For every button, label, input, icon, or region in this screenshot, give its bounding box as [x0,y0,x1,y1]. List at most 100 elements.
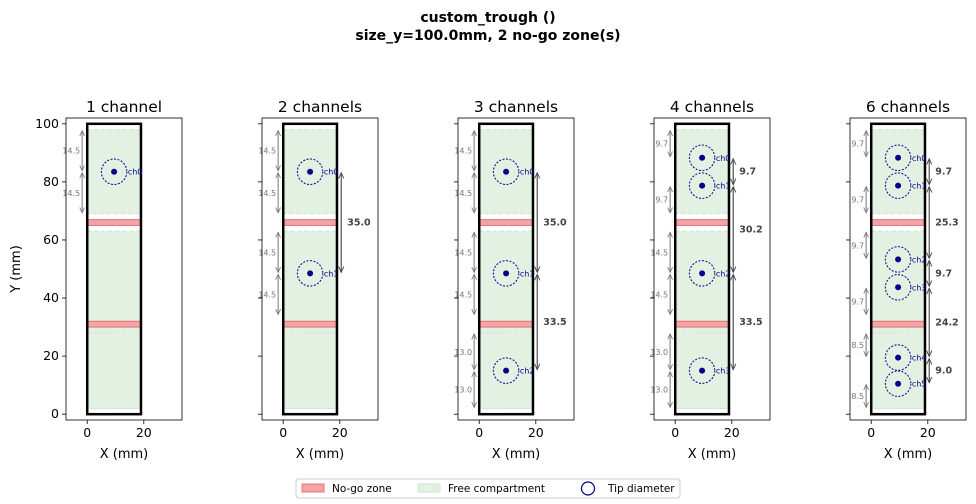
edge-dimension-label: 13.0 [454,348,472,357]
x-axis-label: X (mm) [688,447,737,462]
legend-label: Free compartment [448,483,545,495]
trough-outline [673,122,731,416]
y-tick-label: 60 [43,232,59,247]
channel-label: ch0 [912,154,927,163]
free-compartment [282,332,338,409]
axes-frame [653,117,771,421]
edge-dimension-label: 9.7 [655,196,668,205]
figure-title-line1: custom_trough () [420,10,555,26]
spacing-label: 33.5 [739,317,762,328]
channel-label: ch1 [520,269,535,278]
channel-point [699,367,706,374]
edge-dimension-label: 14.5 [258,248,276,257]
channel-label: ch0 [128,168,143,177]
spacing-label: 9.7 [935,167,952,178]
axes-frame [849,117,967,421]
tip-diameter-circle [100,158,128,185]
no-go-zone [674,219,730,226]
channel-label: ch0 [520,168,535,177]
legend-swatch-free [417,483,441,493]
no-go-zone [282,219,338,226]
no-go-zone [478,320,534,328]
spacing-label: 25.3 [935,218,958,229]
channel-point [699,182,706,189]
no-go-zone [870,219,926,226]
no-go-zone [870,320,926,328]
channel-label: ch1 [716,182,731,191]
channel-label: ch2 [520,367,535,376]
tip-diameter-circle [688,172,716,199]
edge-dimension-label: 9.7 [851,196,864,205]
channel-point [895,154,902,161]
channel-point [503,168,510,175]
x-tick-label: 20 [136,425,152,440]
panel-title: 1 channel [86,98,162,116]
panel-title: 6 channels [866,98,950,116]
tip-diameter-circle [884,246,912,273]
channel-point [895,380,902,387]
edge-dimension-label: 9.7 [655,140,668,149]
panel-4: 4 channels9.79.714.514.513.013.0ch0ch1ch… [650,98,771,462]
no-go-zone [86,219,142,226]
edge-dimension-label: 14.5 [650,290,668,299]
channel-point [895,182,902,189]
no-go-zone [282,320,338,328]
trough-outline [477,122,535,416]
legend-swatch-tip [580,481,596,496]
y-tick-label: 20 [43,348,59,363]
edge-dimension-label: 14.5 [454,248,472,257]
channel-point [503,367,510,374]
channel-point [307,270,314,277]
tip-diameter-circle [688,260,716,287]
tip-diameter-circle [492,158,520,185]
channel-point [699,154,706,161]
legend-swatch-nogo [301,483,325,493]
x-axis-label: X (mm) [100,447,149,462]
edge-dimension-label: 8.5 [851,392,864,401]
edge-dimension-label: 14.5 [62,189,80,198]
x-tick-label: 0 [867,425,875,440]
channel-label: ch2 [912,255,927,264]
tip-diameter-circle [884,344,912,371]
edge-dimension-label: 14.5 [454,147,472,156]
y-tick-label: 100 [35,116,59,131]
x-axis-label: X (mm) [884,447,933,462]
trough-outline [281,122,339,416]
channel-point [895,256,902,263]
axes-frame [261,117,379,421]
tip-diameter-circle [296,158,324,185]
panel-title: 2 channels [278,98,362,116]
y-axis-label: Y (mm) [9,245,24,294]
legend-label: No-go zone [332,483,392,495]
edge-dimension-label: 14.5 [454,189,472,198]
panel-5: 6 channels9.79.79.79.78.58.5ch0ch1ch2ch3… [846,98,967,462]
edge-dimension-label: 14.5 [258,189,276,198]
channel-label: ch4 [912,354,927,363]
edge-dimension-label: 14.5 [62,147,80,156]
no-go-zone [478,219,534,226]
axes-frame [65,117,183,421]
channel-point [699,270,706,277]
edge-dimension-label: 13.0 [454,386,472,395]
spacing-label: 35.0 [543,218,567,229]
channel-point [503,270,510,277]
y-tick-label: 80 [43,174,59,189]
tip-diameter-circle [688,144,716,172]
edge-dimension-label: 9.7 [851,140,864,149]
y-tick-label: 0 [51,406,59,421]
channel-point [895,354,902,361]
trough-outline [85,122,143,416]
channel-label: ch3 [912,283,927,292]
edge-dimension-label: 14.5 [650,248,668,257]
spacing-label: 33.5 [543,317,566,328]
no-go-zone [86,320,142,328]
x-tick-label: 0 [475,425,483,440]
spacing-label: 30.2 [739,225,762,236]
x-tick-label: 20 [724,425,740,440]
tip-diameter-circle [884,144,912,172]
channel-point [307,168,314,175]
axes-frame [457,117,575,421]
